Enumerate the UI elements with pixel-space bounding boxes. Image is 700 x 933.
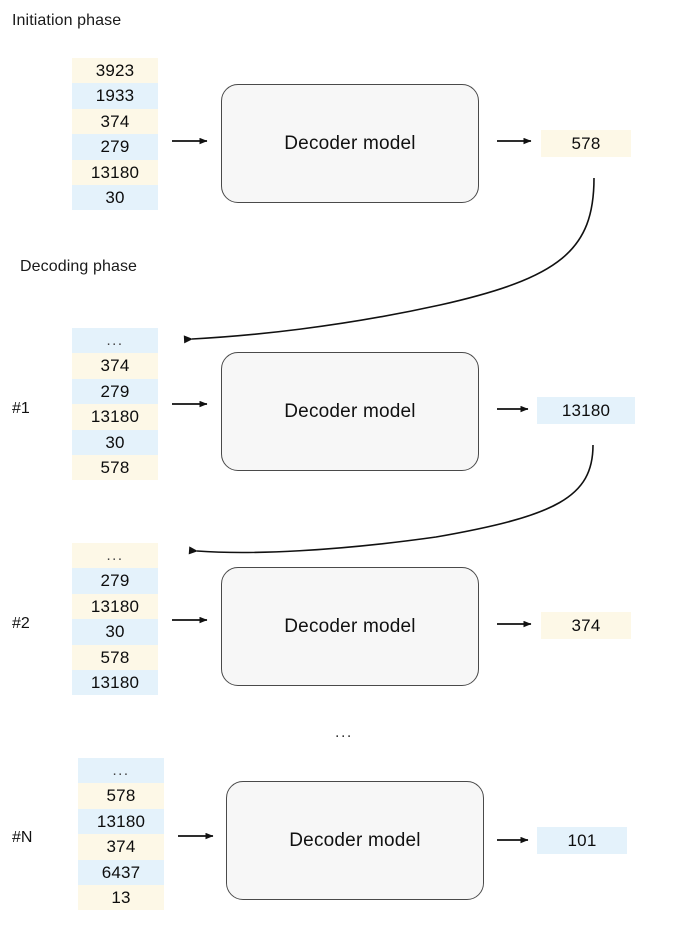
token-cell: 279	[72, 134, 158, 160]
token-cell: 3923	[72, 58, 158, 84]
output-token-initiation: 578	[541, 130, 631, 157]
token-cell: 13180	[72, 159, 158, 185]
token-cell: 279	[72, 378, 158, 405]
token-cell: ...	[72, 543, 158, 569]
output-token-step-1: 13180	[537, 397, 635, 424]
decoder-model-label: Decoder model	[284, 400, 416, 422]
token-cell: 30	[72, 429, 158, 455]
decoder-model-box-step-1: Decoder model	[221, 352, 479, 471]
token-cell: 279	[72, 568, 158, 594]
token-cell: 578	[78, 783, 164, 809]
token-cell: 13180	[72, 669, 158, 696]
token-cell: 1933	[72, 83, 158, 109]
token-cell: 6437	[78, 859, 164, 885]
decoding-phase-title: Decoding phase	[20, 258, 138, 275]
token-stack-initiation: 3923 1933 374 279 13180 30	[72, 58, 158, 211]
token-cell: 13180	[72, 404, 158, 430]
token-cell: ...	[78, 758, 164, 784]
token-stack-step-1: ... 374 279 13180 30 578	[72, 328, 158, 481]
sequence-continuation-ellipsis: ...	[335, 724, 353, 741]
token-cell: 30	[72, 184, 158, 211]
decoder-model-label: Decoder model	[284, 615, 416, 637]
token-cell: 13	[78, 884, 164, 911]
token-stack-step-n: ... 578 13180 374 6437 13	[78, 758, 164, 911]
token-cell: 374	[72, 353, 158, 379]
decoder-model-box-initiation: Decoder model	[221, 84, 479, 203]
output-token-step-2: 374	[541, 612, 631, 639]
token-stack-step-2: ... 279 13180 30 578 13180	[72, 543, 158, 696]
step-label-n: #N	[12, 829, 33, 846]
token-cell: 13180	[78, 808, 164, 835]
decoder-model-label: Decoder model	[284, 132, 416, 154]
decoder-model-box-step-2: Decoder model	[221, 567, 479, 686]
token-cell: 578	[72, 644, 158, 670]
step-label-1: #1	[12, 400, 30, 417]
decoder-model-box-step-n: Decoder model	[226, 781, 484, 900]
token-cell: 374	[72, 108, 158, 135]
token-cell: 578	[72, 454, 158, 481]
token-cell: 30	[72, 619, 158, 645]
decoder-model-label: Decoder model	[289, 829, 421, 851]
initiation-phase-title: Initiation phase	[12, 12, 122, 29]
token-cell: ...	[72, 328, 158, 354]
step-label-2: #2	[12, 615, 30, 632]
token-cell: 13180	[72, 593, 158, 620]
output-token-step-n: 101	[537, 827, 627, 854]
token-cell: 374	[78, 834, 164, 860]
